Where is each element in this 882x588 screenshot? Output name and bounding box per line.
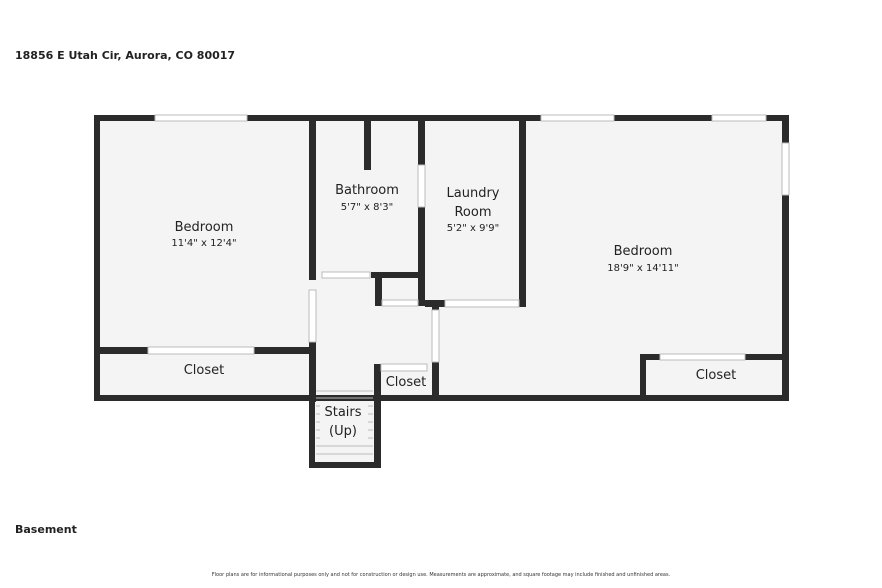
window <box>711 114 767 122</box>
laundry-door <box>444 299 520 308</box>
closet-center-name: Closet <box>386 375 427 390</box>
laundry-name-line1: Laundry <box>447 186 500 201</box>
bedroom-door <box>308 289 317 343</box>
closet-door <box>659 353 746 361</box>
stairs-label-bg <box>320 403 368 441</box>
floor-area <box>95 115 788 467</box>
window <box>781 142 790 196</box>
stairs-name-line2: (Up) <box>329 424 357 439</box>
bedroom-left-name: Bedroom <box>175 220 234 235</box>
window <box>154 114 248 122</box>
bathroom-window <box>417 164 426 208</box>
closet-door <box>381 299 419 307</box>
laundry-name-line2: Room <box>454 205 491 220</box>
bedroom-right-dims: 18'9" x 14'11" <box>607 263 679 274</box>
closet-left-name: Closet <box>184 363 225 378</box>
bedroom-right-name: Bedroom <box>614 244 673 259</box>
exterior-walls <box>94 115 789 401</box>
stairs-name-line1: Stairs <box>324 405 361 420</box>
closet-door <box>147 346 255 355</box>
floor-level-label: Basement <box>15 523 77 536</box>
room-labels: Bedroom 11'4" x 12'4" Bathroom 5'7" x 8'… <box>171 183 736 441</box>
bathroom-dims: 5'7" x 8'3" <box>341 202 393 213</box>
disclaimer-text: Floor plans are for informational purpos… <box>211 572 671 578</box>
windows <box>154 114 790 196</box>
property-address: 18856 E Utah Cir, Aurora, CO 80017 <box>15 49 236 62</box>
closet-door <box>380 363 428 372</box>
bathroom-door <box>321 271 371 279</box>
bedroom-left-dims: 11'4" x 12'4" <box>171 238 236 249</box>
hall-opening <box>431 309 440 363</box>
laundry-dims: 5'2" x 9'9" <box>447 223 499 234</box>
closet-right-name: Closet <box>696 368 737 383</box>
bathroom-name: Bathroom <box>335 183 399 198</box>
door-openings <box>147 164 746 372</box>
window <box>540 114 615 122</box>
